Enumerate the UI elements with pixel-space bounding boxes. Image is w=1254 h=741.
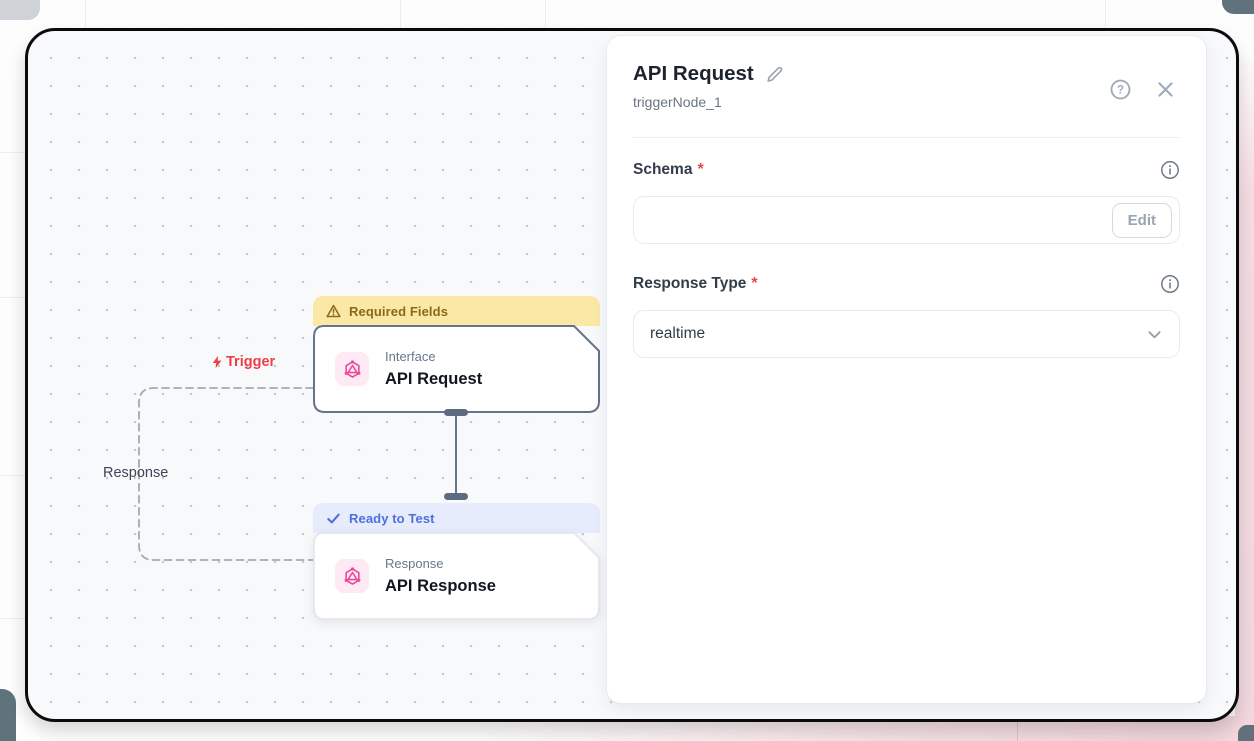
response-edge-label: Response: [103, 465, 169, 481]
hexagon-node-icon: [344, 566, 360, 585]
node-api-request[interactable]: Required Fields: [313, 296, 600, 413]
workflow-window: Trigger Response Required Fields: [25, 28, 1239, 722]
background-grid-line: [1017, 716, 1018, 741]
node-type-icon-box: [335, 559, 369, 593]
response-type-select[interactable]: realtime: [633, 310, 1180, 358]
close-button[interactable]: [1155, 79, 1176, 100]
trigger-edge-text: Trigger: [226, 354, 276, 370]
node-title: API Response: [385, 577, 496, 595]
check-icon: [327, 513, 340, 523]
node-status-banner: Required Fields: [313, 296, 600, 326]
background-artifact: [0, 689, 16, 741]
node-banner-text: Ready to Test: [349, 510, 435, 526]
hexagon-node-icon: [344, 359, 360, 378]
connector-handle-source[interactable]: [444, 409, 468, 416]
lightning-icon: [212, 355, 222, 369]
schema-field-label: Schema: [633, 161, 693, 178]
panel-node-id: triggerNode_1: [633, 94, 722, 110]
background-artifact: [0, 0, 40, 20]
schema-edit-button[interactable]: Edit: [1111, 203, 1172, 238]
node-connector-edge: [455, 413, 457, 500]
required-mark: *: [751, 275, 758, 292]
node-category: Interface: [385, 349, 436, 364]
panel-title: API Request: [633, 62, 754, 85]
connector-handle-target[interactable]: [444, 493, 468, 500]
background-artifact: [1238, 725, 1254, 741]
help-button[interactable]: ?: [1109, 78, 1132, 101]
node-banner-text: Required Fields: [349, 303, 449, 319]
response-type-value: realtime: [650, 325, 706, 342]
background-pink-column: [1235, 40, 1254, 741]
node-type-icon-box: [335, 352, 369, 386]
close-icon: [1158, 82, 1173, 97]
panel-divider: [633, 137, 1180, 138]
schema-value-box[interactable]: Edit: [633, 196, 1180, 244]
node-config-panel: API Request triggerNode_1 ?: [607, 36, 1206, 703]
warning-triangle-icon: [326, 304, 341, 318]
pencil-icon[interactable]: [765, 65, 784, 84]
node-category: Response: [385, 556, 444, 571]
node-status-banner: Ready to Test: [313, 503, 600, 533]
background-artifact: [1222, 0, 1254, 14]
info-icon[interactable]: [1160, 274, 1180, 294]
chevron-down-icon: [1148, 330, 1161, 338]
required-mark: *: [697, 161, 704, 178]
response-type-field-label: Response Type: [633, 275, 747, 292]
node-card-shape: [313, 325, 600, 413]
node-api-response[interactable]: Ready to Test: [313, 503, 600, 620]
trigger-edge-label: Trigger: [211, 354, 275, 370]
node-title: API Request: [385, 370, 483, 388]
info-icon[interactable]: [1160, 160, 1180, 180]
help-icon: ?: [1110, 79, 1131, 100]
node-card-shape: [313, 532, 600, 620]
svg-text:?: ?: [1117, 85, 1124, 97]
